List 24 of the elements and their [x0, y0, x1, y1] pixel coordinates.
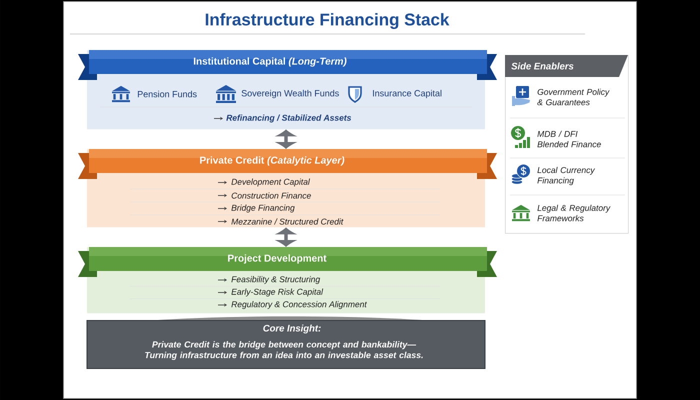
ribbon-banner: Institutional Capital (Long-Term): [78, 50, 497, 80]
list-item: Sovereign Wealth Funds: [242, 90, 339, 98]
list-item: Government Policy & Guarantees: [537, 88, 610, 106]
list-item: Pension Funds: [138, 90, 197, 98]
list-item: Insurance Capital: [373, 90, 442, 98]
list-item: Local Currency Financing: [537, 166, 596, 186]
list-item: Mezzanine / Structured Credit: [231, 218, 344, 225]
double-arrow: [277, 130, 295, 149]
list-item: Legal & Regulatory Frameworks: [537, 204, 611, 222]
title: Infrastructure Financing Stack: [206, 13, 450, 29]
list-item: Construction Finance: [232, 192, 311, 199]
list-item: Development Capital: [231, 178, 310, 186]
double-arrow: [277, 228, 295, 247]
ribbon-banner: Project Development: [78, 247, 497, 277]
panel-header: Side Enablers: [505, 55, 628, 77]
list-item: Early-Stage Risk Capital: [231, 288, 324, 296]
list-item: MDB / DFI Blended Finance: [537, 130, 601, 148]
list-item: Refinancing / Stabilized Assets: [226, 114, 352, 122]
heading: Core Insight:: [263, 324, 321, 334]
list-item: Bridge Financing: [231, 204, 295, 212]
body-text: Private Credit is the bridge between concept and bankability— Turning infrastructure from an idea into an investable asset class.: [145, 341, 423, 360]
ribbon-banner: Private Credit (Catalytic Layer): [78, 149, 497, 179]
list-item: Regulatory & Concession Alignment: [231, 301, 368, 309]
list-item: Feasibility & Structuring: [231, 276, 320, 284]
